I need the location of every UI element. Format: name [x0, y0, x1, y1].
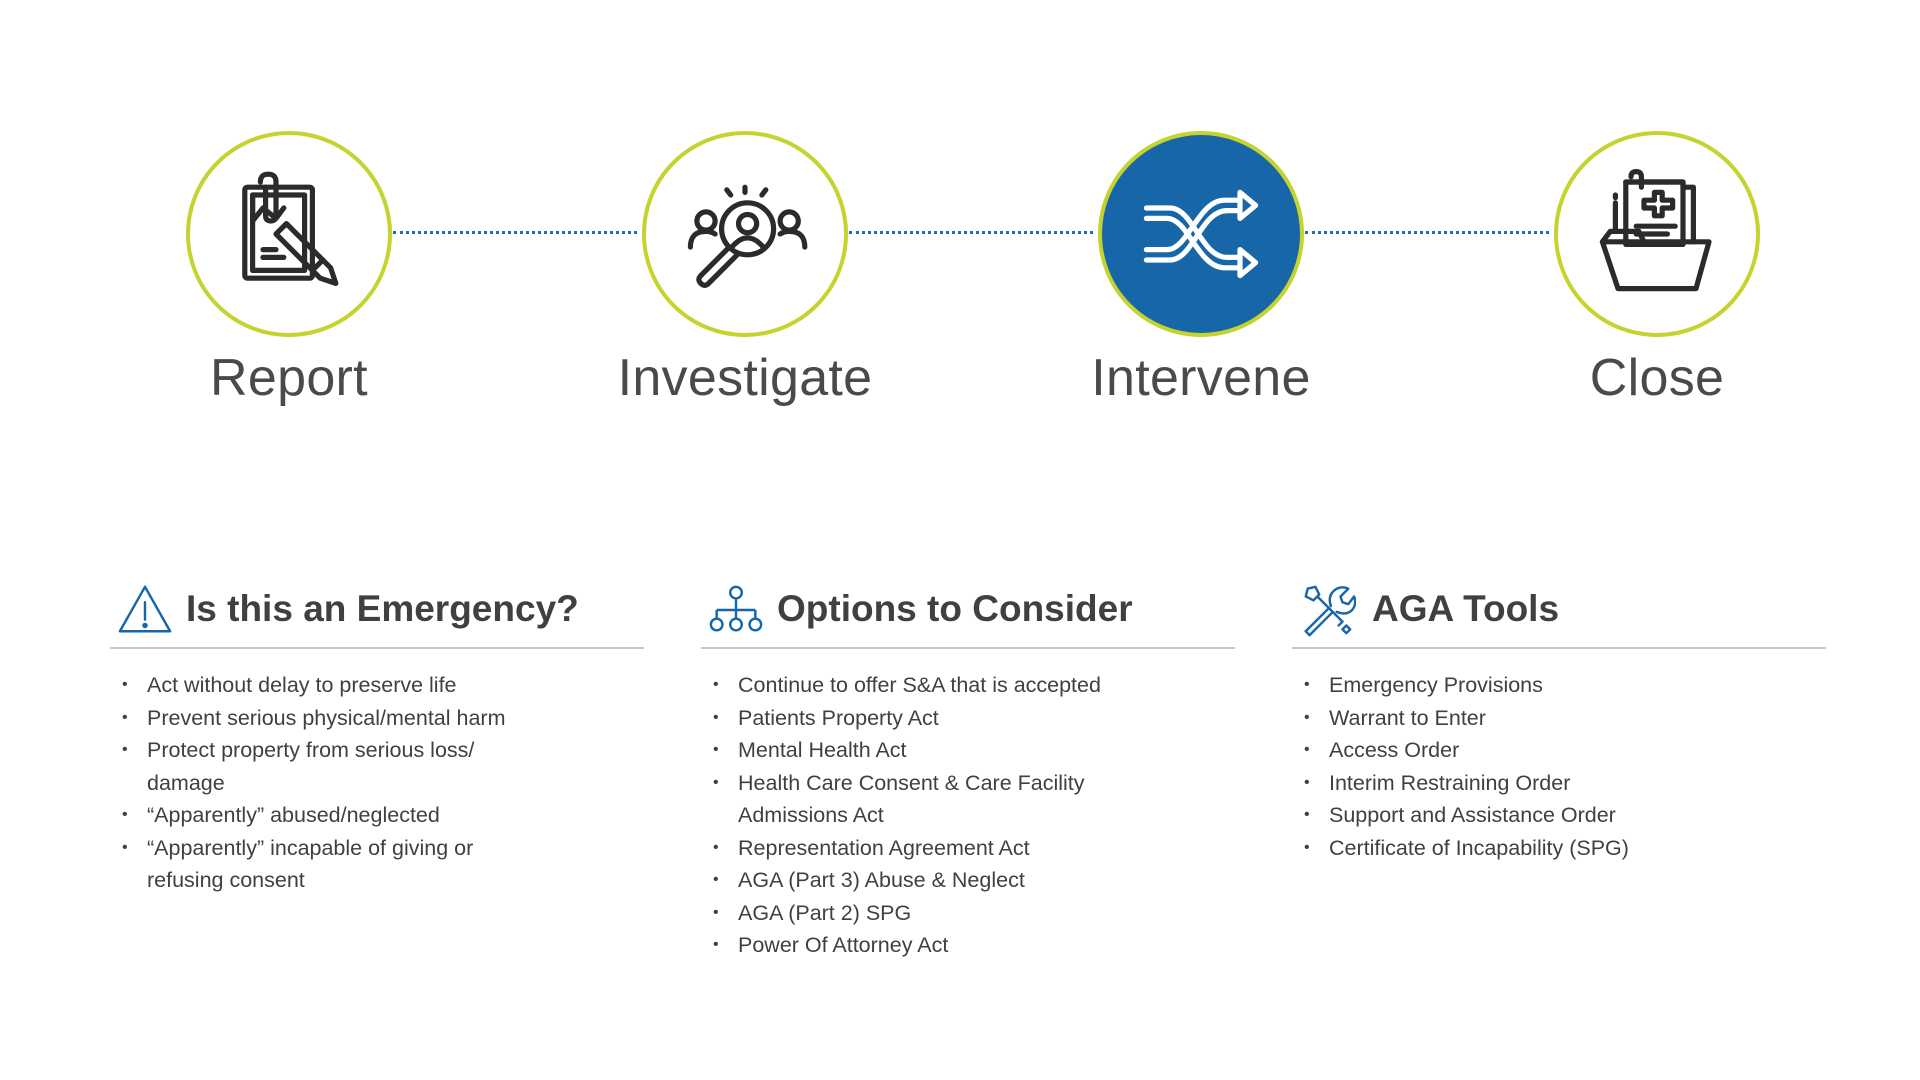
clipboard-pen-icon [242, 171, 339, 286]
org-chart-icon [707, 581, 765, 639]
section-list: Continue to offer S&A that is accepted P… [701, 669, 1235, 962]
step-label-intervene: Intervene [1091, 349, 1311, 407]
list-item: Emergency Provisions [1292, 669, 1826, 702]
list-item: Access Order [1292, 734, 1826, 767]
list-item: Certificate of Incapability (SPG) [1292, 832, 1826, 865]
list-item: Support and Assistance Order [1292, 799, 1826, 832]
list-item: Act without delay to preserve life [110, 669, 547, 702]
section-divider [110, 647, 644, 649]
list-item: Continue to offer S&A that is accepted [701, 669, 1235, 702]
step-intervene [1098, 131, 1304, 337]
section-list: Act without delay to preserve life Preve… [110, 669, 644, 897]
section-header: Options to Consider [701, 575, 1235, 649]
section-title: Is this an Emergency? [186, 588, 579, 629]
medical-folder-icon [1599, 169, 1712, 292]
connector-investigate-intervene [849, 231, 1093, 234]
magnifier-people-icon [687, 184, 808, 288]
list-item: AGA (Part 2) SPG [701, 897, 1235, 930]
list-item: Health Care Consent & Care Facility Admi… [701, 767, 1138, 832]
step-label-close: Close [1589, 349, 1725, 407]
connector-report-investigate [393, 231, 637, 234]
section-divider [701, 647, 1235, 649]
list-item: Prevent serious physical/mental harm [110, 702, 547, 735]
warning-triangle-icon [116, 581, 174, 639]
step-label-investigate: Investigate [617, 349, 873, 407]
section-aga-tools: AGA Tools Emergency Provisions Warrant t… [1292, 575, 1826, 864]
list-item: Warrant to Enter [1292, 702, 1826, 735]
step-investigate [642, 131, 848, 337]
list-item: Mental Health Act [701, 734, 1235, 767]
list-item: Power Of Attorney Act [701, 929, 1235, 962]
section-header: Is this an Emergency? [110, 575, 644, 649]
section-title: Options to Consider [777, 588, 1133, 629]
section-title: AGA Tools [1372, 588, 1560, 629]
list-item: “Apparently” incapable of giving or refu… [110, 832, 547, 897]
list-item: “Apparently” abused/neglected [110, 799, 547, 832]
section-divider [1292, 647, 1826, 649]
section-list: Emergency Provisions Warrant to Enter Ac… [1292, 669, 1826, 864]
list-item: Protect property from serious loss/ dama… [110, 734, 547, 799]
step-label-report: Report [210, 349, 368, 407]
section-header: AGA Tools [1292, 575, 1826, 649]
section-options: Options to Consider Continue to offer S&… [701, 575, 1235, 961]
section-emergency: Is this an Emergency? Act without delay … [110, 575, 644, 892]
step-report [186, 131, 392, 337]
list-item: AGA (Part 3) Abuse & Neglect [701, 864, 1235, 897]
shuffle-arrows-icon [1143, 189, 1259, 279]
connector-intervene-close [1305, 231, 1549, 234]
step-close [1554, 131, 1760, 337]
list-item: Patients Property Act [701, 702, 1235, 735]
wrench-screwdriver-icon [1298, 581, 1356, 639]
list-item: Representation Agreement Act [701, 832, 1235, 865]
list-item: Interim Restraining Order [1292, 767, 1826, 800]
